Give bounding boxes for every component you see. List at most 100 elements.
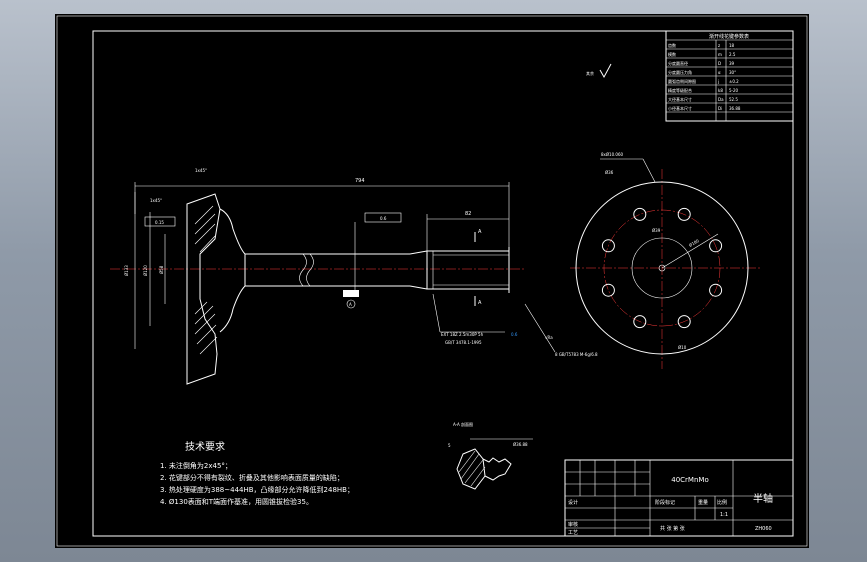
section-shape bbox=[456, 448, 486, 490]
bolt-hole bbox=[677, 315, 691, 329]
bolt-hole bbox=[633, 207, 647, 221]
param-row-name: 模数 bbox=[668, 51, 676, 57]
param-row-sym: j bbox=[717, 79, 719, 84]
param-row-val: 30° bbox=[729, 70, 736, 75]
chamfer-top-label: 1x45° bbox=[195, 168, 207, 173]
datum-circle bbox=[346, 299, 356, 309]
section-mark-bottom: A bbox=[478, 300, 482, 306]
surface-ra-label: √Ra bbox=[545, 335, 553, 340]
param-row-sym: m bbox=[718, 52, 722, 57]
param-row-name: 分度圆直径 bbox=[668, 60, 688, 66]
break-line-right bbox=[306, 253, 314, 287]
bolt-hole bbox=[677, 207, 691, 221]
flange-end-view: Ø180 Ø39 8xØ10.060 Ø36 Ø10 bbox=[570, 152, 760, 369]
material-label: 40CrMnMo bbox=[671, 476, 708, 484]
param-row-val: 18 bbox=[729, 43, 735, 48]
flange-profile bbox=[186, 193, 221, 385]
drawing-code: ZH060 bbox=[755, 526, 772, 532]
param-row-val: 52.5 bbox=[729, 97, 738, 102]
dim-bcd-label: Ø180 bbox=[688, 238, 700, 248]
drawing-sheet: 渐开线花键参数表 齿数 z 18 模数 m 2.5 分度圆直径 D 39 分度圆压力角 α 30° 圆弧… bbox=[55, 14, 809, 548]
bolt-hole bbox=[601, 283, 615, 297]
scale-label: 比例 bbox=[717, 499, 727, 506]
spline-note-blue: 0.6 bbox=[511, 332, 518, 337]
checked-label: 审核 bbox=[568, 521, 578, 528]
chamfer-left-label: 1x45° bbox=[150, 198, 162, 203]
drawn-label: 设计 bbox=[568, 499, 578, 506]
bolt-hole bbox=[709, 283, 723, 297]
section-aa-title: A-A 剖面图 bbox=[453, 421, 473, 427]
param-row-name: 圆弧齿侧间隙图 bbox=[668, 78, 696, 84]
surface-finish-label: 其余 bbox=[586, 70, 594, 76]
hub-profile bbox=[219, 208, 246, 333]
sheet-info: 共 张 第 张 bbox=[660, 525, 685, 532]
section-dim-2: Ø36.88 bbox=[513, 442, 528, 447]
section-aa: A-A 剖面图 5 Ø36.88 bbox=[448, 421, 533, 490]
spline-teeth bbox=[482, 457, 512, 481]
weight-label: 重量 bbox=[698, 499, 708, 506]
tol-flatness-label: 0.15 bbox=[155, 220, 164, 225]
flange-hatch bbox=[194, 205, 218, 355]
param-row-sym: Da bbox=[718, 97, 724, 102]
section-mark-top: A bbox=[478, 229, 482, 235]
param-row-sym: Di bbox=[718, 106, 722, 111]
tol-flatness-box bbox=[144, 216, 176, 227]
tol-position-label: 0.6 bbox=[380, 216, 387, 221]
outer-border bbox=[56, 15, 808, 547]
param-row-sym: α bbox=[718, 70, 721, 75]
hub-circle bbox=[631, 237, 693, 299]
tech-req-item-3: 3. 热处理硬度为388~444HB，凸缘部分允许降低到248HB； bbox=[160, 485, 354, 494]
ra-note-2: Ø10 bbox=[678, 345, 687, 350]
section-dim-1: 5 bbox=[448, 443, 451, 448]
param-row-name: 分度圆压力角 bbox=[668, 69, 692, 75]
dim-pitch-label: Ø39 bbox=[652, 228, 661, 233]
spline-note-2: GB/T 3478.1-1995 bbox=[445, 340, 482, 345]
scale-value: 1:1 bbox=[720, 512, 728, 518]
bolt-hole bbox=[601, 239, 615, 253]
dim-d58-label: Ø58 bbox=[159, 265, 164, 274]
hole-spec-label: 8xØ10.060 bbox=[601, 152, 624, 157]
spline-note-3: 8 GB/T5783 M-6g/6.8 bbox=[555, 352, 598, 357]
bolt-holes bbox=[601, 207, 723, 329]
param-table: 渐开线花键参数表 齿数 z 18 模数 m 2.5 分度圆直径 D 39 分度圆压力角 α 30° 圆弧… bbox=[665, 30, 794, 122]
spline-note-1: EXT 18Z 2.5m30P 5h bbox=[441, 332, 484, 337]
param-table-title: 渐开线花键参数表 bbox=[709, 33, 749, 40]
process-label: 工艺 bbox=[568, 530, 578, 536]
param-row-sym: z bbox=[718, 43, 720, 48]
ra-note-1: Ø36 bbox=[605, 170, 614, 175]
param-row-name: 齿数 bbox=[668, 42, 676, 48]
dim-inner-label: Ø120 bbox=[143, 265, 148, 276]
datum-label: A bbox=[349, 302, 352, 307]
bolt-circle bbox=[603, 209, 721, 327]
roughness-symbol-icon bbox=[599, 63, 612, 79]
tech-req-item-1: 1. 未注倒角为2x45°； bbox=[160, 461, 232, 470]
tech-requirements: 技术要求 1. 未注倒角为2x45°； 2. 花键部分不得有裂纹、折叠及其他影响… bbox=[160, 440, 354, 506]
param-row-name: 大径基本尺寸 bbox=[668, 96, 692, 102]
param-row-val: 36.88 bbox=[729, 106, 741, 111]
datum-block bbox=[343, 290, 359, 297]
drawing-frame bbox=[92, 30, 794, 537]
dim-bore-label: Ø133 bbox=[124, 265, 129, 276]
param-row-val: 39 bbox=[729, 61, 735, 66]
break-line-left bbox=[299, 253, 307, 287]
param-row-name: 精度等级配合 bbox=[668, 87, 692, 93]
bolt-hole bbox=[709, 239, 723, 253]
flange-outer-circle bbox=[575, 181, 749, 355]
dim-overall-label: 794 bbox=[355, 178, 365, 184]
dim-spline-label: 82 bbox=[465, 211, 471, 217]
shaft-side-view: 794 82 A A Ø133 Ø120 Ø58 0.15 0.6 A 1x45… bbox=[110, 168, 598, 385]
mark-label: 阶段标记 bbox=[655, 499, 675, 506]
cad-drawing: 渐开线花键参数表 齿数 z 18 模数 m 2.5 分度圆直径 D 39 分度圆压力角 α 30° 圆弧… bbox=[56, 15, 808, 547]
param-row-name: 小径基本尺寸 bbox=[668, 105, 692, 111]
param-row-sym: D bbox=[718, 61, 721, 66]
tech-req-item-2: 2. 花键部分不得有裂纹、折叠及其他影响表面质量的缺陷； bbox=[160, 473, 344, 482]
tech-req-item-4: 4. Ø130表面和T端面作基准，用圆锥拔检验35。 bbox=[160, 497, 313, 506]
part-name: 半轴 bbox=[753, 492, 773, 505]
param-row-val: 2.5 bbox=[729, 52, 736, 57]
title-block: 40CrMnMo 半轴 阶段标记 重量 比例 1:1 共 张 第 张 ZH060… bbox=[564, 459, 794, 537]
param-row-sym: k8 bbox=[718, 88, 723, 93]
tech-req-title: 技术要求 bbox=[185, 440, 225, 453]
param-row-val: 5-20 bbox=[729, 88, 739, 93]
spline-section bbox=[426, 250, 510, 290]
tol-position-box bbox=[364, 212, 402, 223]
